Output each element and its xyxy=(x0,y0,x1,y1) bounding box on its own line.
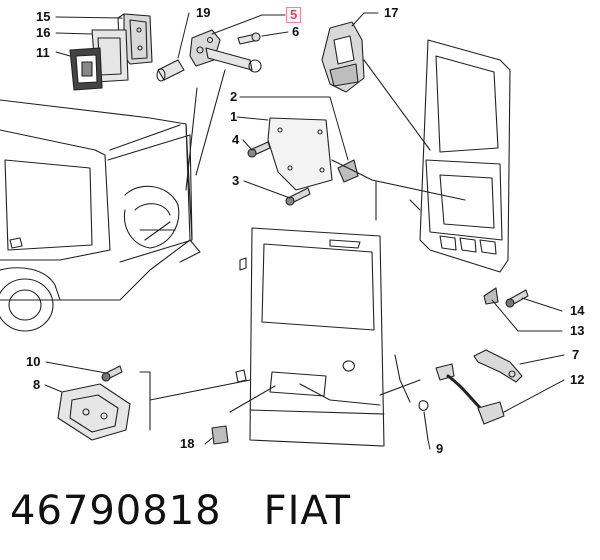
leader-2-to-door xyxy=(331,159,466,201)
part-17-lock xyxy=(321,21,365,93)
part-11-switch xyxy=(69,47,103,91)
leader-to-handle xyxy=(149,379,251,401)
callout-5: 5 xyxy=(286,7,302,23)
callout-16: 16 xyxy=(36,25,51,40)
callout-13: 13 xyxy=(570,323,585,338)
leader-17-to-door xyxy=(363,59,431,151)
part-4-screw xyxy=(247,141,271,158)
callout-11: 11 xyxy=(36,45,50,60)
part-7-strap xyxy=(473,349,523,383)
part-10-screw xyxy=(101,365,123,382)
callout-3: 3 xyxy=(232,173,240,188)
part-14-screw xyxy=(505,289,529,308)
callout-1: 1 xyxy=(230,109,238,124)
part-3-screw xyxy=(285,187,311,206)
part-number: 46790818 xyxy=(10,488,222,534)
callout-10: 10 xyxy=(26,354,41,369)
part-2-panel xyxy=(267,117,333,191)
callout-7: 7 xyxy=(572,347,580,362)
footer: 46790818 FIAT xyxy=(10,488,351,534)
part-9-clip xyxy=(418,400,429,441)
leader-19-to-van xyxy=(185,87,198,191)
callout-19: 19 xyxy=(196,5,211,20)
callout-leaders xyxy=(44,12,565,450)
callout-6: 6 xyxy=(292,24,300,39)
callout-9: 9 xyxy=(436,441,444,456)
callout-12: 12 xyxy=(570,372,585,387)
rear-door-interior xyxy=(419,39,511,273)
callout-14: 14 xyxy=(570,303,585,318)
leader-10-bracket xyxy=(139,371,151,431)
callout-8: 8 xyxy=(33,377,41,392)
leader-door-tick xyxy=(409,199,421,211)
brand-name: FIAT xyxy=(263,488,352,534)
callout-2: 2 xyxy=(230,89,238,104)
leader-9-cable xyxy=(394,354,411,403)
callout-15: 15 xyxy=(36,9,51,24)
leader-handle-left xyxy=(229,385,276,413)
leader-5-to-van xyxy=(195,69,226,176)
part-18-clip xyxy=(211,425,229,445)
part-8-bracket xyxy=(57,383,131,441)
callout-4: 4 xyxy=(232,132,240,147)
callout-18: 18 xyxy=(180,436,195,451)
part-12-door-check xyxy=(435,363,505,425)
rear-door-exterior xyxy=(235,227,385,447)
van-illustration xyxy=(0,99,201,332)
part-13-screw xyxy=(483,287,499,305)
part-6-bolt xyxy=(237,32,261,45)
part-19-pin xyxy=(156,59,185,82)
callout-17: 17 xyxy=(384,5,399,20)
leader-handle-right xyxy=(299,383,381,406)
part-5-hinge xyxy=(189,29,262,73)
leader-12 xyxy=(379,379,421,396)
